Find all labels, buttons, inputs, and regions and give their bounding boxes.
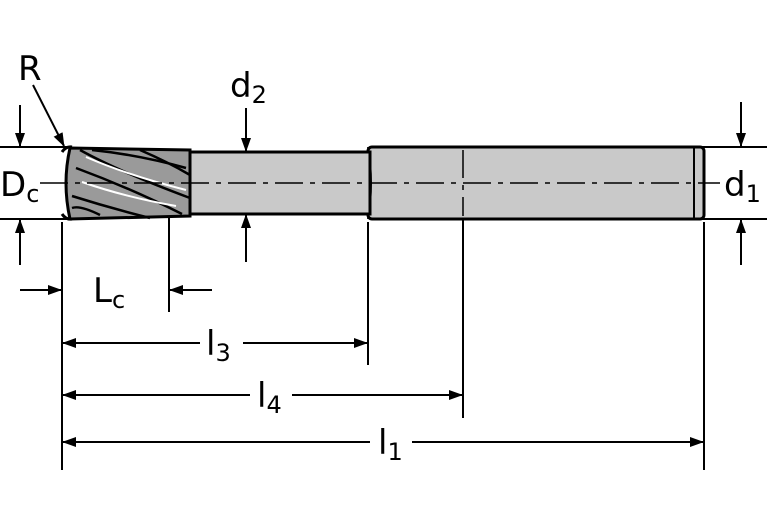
radius-label: R xyxy=(18,49,42,89)
radius-leader xyxy=(32,84,65,147)
d1-label: d1 xyxy=(724,165,761,208)
l3-label: l3 xyxy=(206,324,231,367)
extension-lines xyxy=(0,146,767,470)
d2-label: d2 xyxy=(230,66,267,109)
dimension-arrows xyxy=(15,84,746,447)
flute-highlights xyxy=(81,156,187,207)
l1-label: l1 xyxy=(378,423,403,466)
l4-label: l4 xyxy=(257,376,282,419)
lc-label: Lc xyxy=(93,271,125,314)
dc-label: Dc xyxy=(0,165,39,208)
